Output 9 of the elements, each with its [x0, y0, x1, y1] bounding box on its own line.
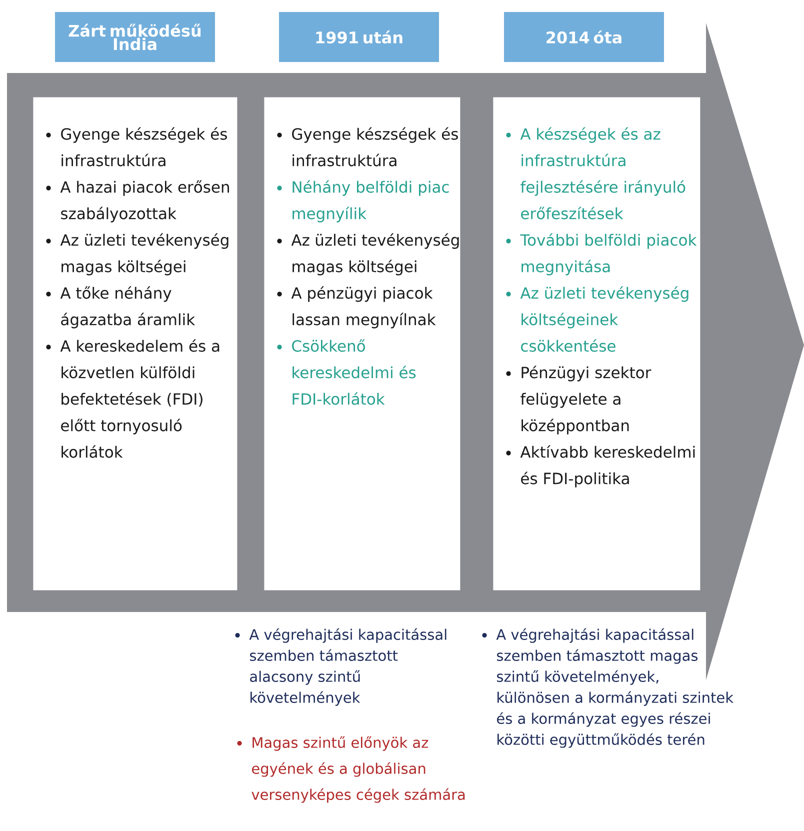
header-box: 1991 után — [279, 12, 439, 62]
header-box: 2014 óta — [504, 12, 664, 62]
list-box: Gyenge készségek és infrastruktúra A hazai piacok erősen szabályozottak Az üzleti tevékenység magas költségei A tőke néhány ágazatba áramlik A kereskedelem és a közvetlen külföldi befektetések (FDI) előtt tornyosuló korlátok — [33, 97, 238, 590]
note-text: A végrehajtási kapacitással szemben támasztott magas szintű követelmények, különösen a kormányzati szintek és a kormányzat egyes részei közötti együttműködés terén — [482, 628, 734, 748]
note-text: A végrehajtási kapacitással szemben támasztott alacsony szintű követelmények — [235, 628, 446, 706]
list-box: Gyenge készségek és infrastruktúra Néhány belföldi piac megnyílik Az üzleti tevékenység magas költségei A pénzügyi piacok lassan megnyílnak Csökkenő kereskedelmi és FDI-korlátok — [264, 97, 460, 590]
header-box: Zárt működésű India — [55, 12, 215, 62]
note-text: Magas szintű előnyök az egyének és a globálisan versenyképes cégek számára — [237, 736, 465, 803]
list-box: A készségek és az infrastruktúra fejlesztésére irányuló erőfeszítések További belföldi piacok megnyitása Az üzleti tevékenység költségeinek csökkentése Pénzügyi szektor felügyelete a középpontban Aktívabb kereskedelmi és FDI-politika — [493, 97, 700, 590]
